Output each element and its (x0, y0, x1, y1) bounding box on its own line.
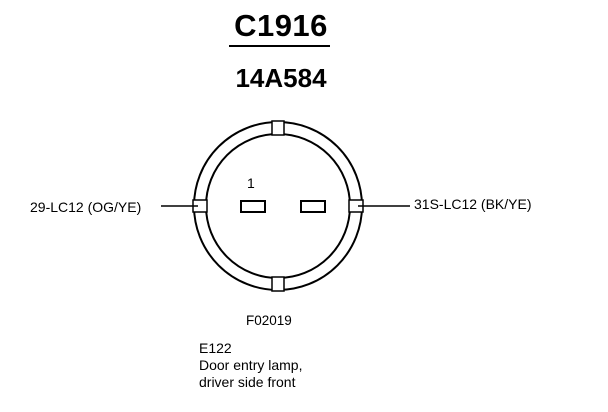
component-description-line-2: driver side front (199, 374, 296, 390)
pin-cavities (240, 200, 326, 213)
connector-id-title: C1916 (234, 8, 328, 43)
connector-face (193, 121, 363, 291)
connector-part-number: 14A584 (235, 63, 327, 93)
pin-1-cavity (240, 200, 266, 213)
left-wire-label: 29-LC12 (OG/YE) (30, 199, 142, 215)
figure-id: F02019 (246, 313, 292, 328)
component-description: E122 Door entry lamp, driver side front (199, 340, 302, 391)
pin-2-cavity (300, 200, 326, 213)
right-wire-label: 31S-LC12 (BK/YE) (414, 196, 532, 212)
component-description-line-1: Door entry lamp, (199, 357, 303, 373)
connector-outer-ring (193, 121, 363, 291)
connector-inner-ring (205, 133, 351, 279)
notch-top (271, 120, 285, 136)
notch-bottom (271, 276, 285, 292)
component-code: E122 (199, 340, 232, 356)
pin-number-label: 1 (247, 175, 255, 191)
